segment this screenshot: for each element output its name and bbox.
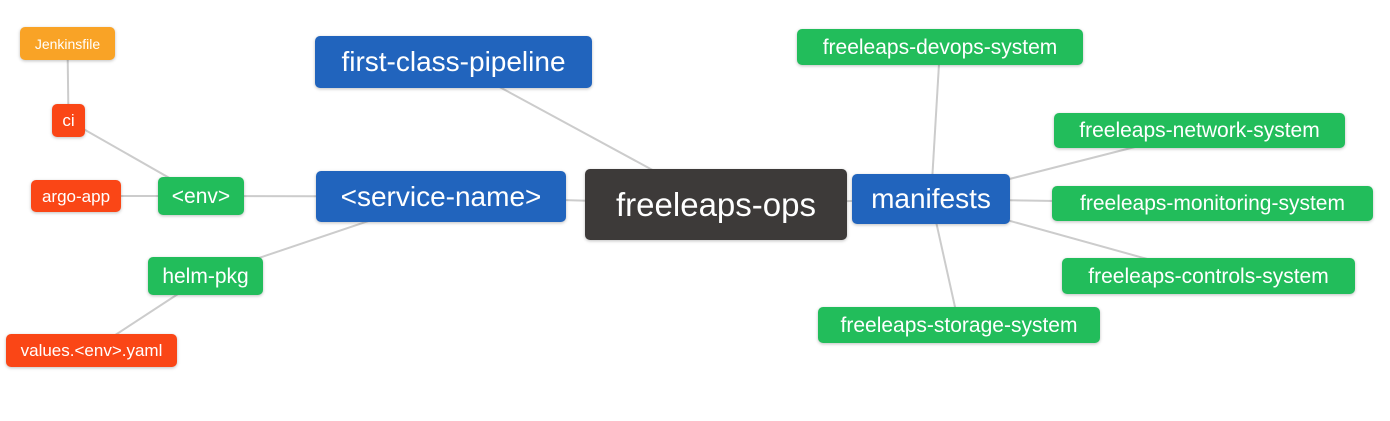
node-label-freeleaps-network-system: freeleaps-network-system <box>1079 119 1320 142</box>
node-label-helm-pkg: helm-pkg <box>162 264 249 288</box>
node-label-manifests: manifests <box>871 183 991 214</box>
node-freeleaps-monitoring-system[interactable]: freeleaps-monitoring-system <box>1052 186 1373 221</box>
node-label-jenkinsfile: Jenkinsfile <box>34 35 101 52</box>
node-label-freeleaps-ops: freeleaps-ops <box>616 186 816 223</box>
node-label-argo-app: argo-app <box>41 186 111 206</box>
node-label-freeleaps-devops-system: freeleaps-devops-system <box>822 35 1058 59</box>
node-label-first-class-pipeline: first-class-pipeline <box>341 46 566 77</box>
node-jenkinsfile[interactable]: Jenkinsfile <box>20 27 115 60</box>
node-label-freeleaps-storage-system: freeleaps-storage-system <box>840 313 1078 337</box>
node-freeleaps-storage-system[interactable]: freeleaps-storage-system <box>818 307 1100 343</box>
node-label-freeleaps-monitoring-system: freeleaps-monitoring-system <box>1080 192 1345 215</box>
node-freeleaps-controls-system[interactable]: freeleaps-controls-system <box>1062 258 1355 294</box>
node-ci[interactable]: ci <box>52 104 85 137</box>
node-env[interactable]: <env> <box>158 177 244 215</box>
node-helm-pkg[interactable]: helm-pkg <box>148 257 263 295</box>
node-freeleaps-network-system[interactable]: freeleaps-network-system <box>1054 113 1345 148</box>
node-first-class-pipeline[interactable]: first-class-pipeline <box>315 36 592 88</box>
node-freeleaps-devops-system[interactable]: freeleaps-devops-system <box>797 29 1083 65</box>
node-service-name[interactable]: <service-name> <box>316 171 566 222</box>
node-label-freeleaps-controls-system: freeleaps-controls-system <box>1088 264 1329 288</box>
node-label-env: <env> <box>171 184 231 208</box>
node-argo-app[interactable]: argo-app <box>31 180 121 212</box>
node-label-service-name: <service-name> <box>340 180 542 212</box>
node-label-ci: ci <box>62 111 75 130</box>
node-label-values-env-yaml: values.<env>.yaml <box>20 341 163 360</box>
node-manifests[interactable]: manifests <box>852 174 1010 224</box>
node-freeleaps-ops[interactable]: freeleaps-ops <box>585 169 847 240</box>
edge-manifests--freeleaps-devops-system <box>930 46 941 200</box>
node-values-env-yaml[interactable]: values.<env>.yaml <box>6 334 177 367</box>
